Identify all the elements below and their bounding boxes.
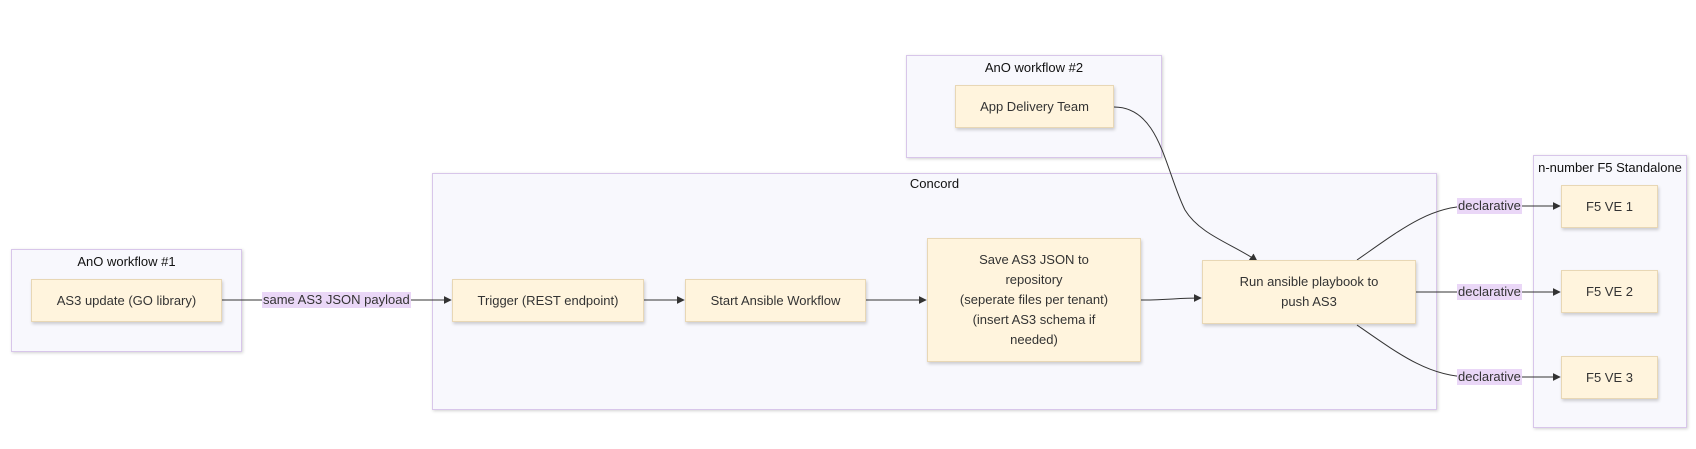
- node-app-delivery-team: App Delivery Team: [955, 85, 1114, 128]
- edge-run-to-f5ve1: [1356, 202, 1561, 261]
- node-start-ansible-workflow-label: Start Ansible Workflow: [710, 292, 841, 308]
- node-f5-ve-1-label: F5 VE 1: [1586, 198, 1633, 214]
- node-f5-ve-2-label: F5 VE 2: [1586, 283, 1633, 299]
- cluster-title-f5-standalone: n-number F5 Standalone: [1538, 160, 1682, 175]
- node-f5-ve-3-label: F5 VE 3: [1586, 369, 1633, 385]
- node-run-ansible-playbook-label: Run ansible playbook to push AS3: [1239, 274, 1379, 309]
- edge-appdelivery-to-run: [1113, 106, 1258, 262]
- edge-label-declarative-1: declarative: [1457, 198, 1522, 214]
- edge-save-to-run: [1140, 294, 1202, 303]
- cluster-title-ano-workflow-1: AnO workflow #1: [77, 254, 176, 269]
- node-as3-update: AS3 update (GO library): [31, 279, 222, 322]
- node-f5-ve-2: F5 VE 2: [1561, 270, 1658, 313]
- edge-label-declarative-3: declarative: [1457, 369, 1522, 385]
- node-app-delivery-team-label: App Delivery Team: [980, 98, 1089, 114]
- cluster-title-concord: Concord: [909, 176, 960, 191]
- node-trigger-label: Trigger (REST endpoint): [477, 292, 619, 308]
- edge-label-declarative-2: declarative: [1457, 284, 1522, 300]
- cluster-title-ano-workflow-2: AnO workflow #2: [984, 60, 1084, 75]
- node-start-ansible-workflow: Start Ansible Workflow: [685, 279, 866, 322]
- node-f5-ve-1: F5 VE 1: [1561, 185, 1658, 228]
- node-run-ansible-playbook: Run ansible playbook to push AS3: [1202, 260, 1416, 324]
- cluster-ano-workflow-2: AnO workflow #2: [906, 55, 1162, 158]
- node-f5-ve-3: F5 VE 3: [1561, 356, 1658, 399]
- edge-label-payload: same AS3 JSON payload: [262, 292, 411, 308]
- node-as3-update-label: AS3 update (GO library): [56, 292, 197, 308]
- node-save-as3-json: Save AS3 JSON to repository (seperate fi…: [927, 238, 1141, 362]
- node-trigger: Trigger (REST endpoint): [452, 279, 644, 322]
- node-save-as3-json-label: Save AS3 JSON to repository (seperate fi…: [959, 252, 1109, 347]
